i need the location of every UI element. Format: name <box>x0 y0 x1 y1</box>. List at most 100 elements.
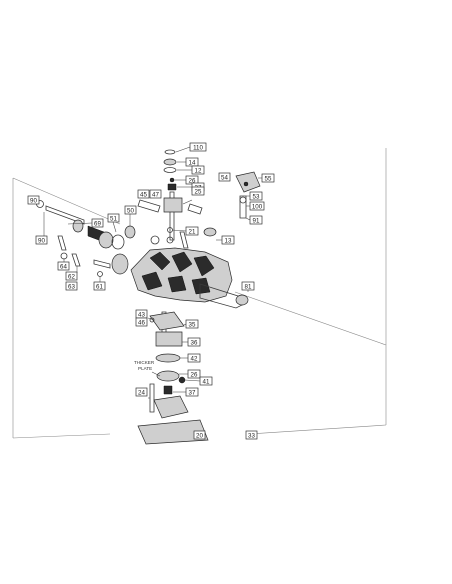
gear-hub <box>98 231 114 249</box>
callout-69: 69 <box>91 218 104 228</box>
annotation-line-2: PLATE <box>138 366 152 371</box>
callout-24: 24 <box>135 387 148 397</box>
callout-label: 110 <box>193 145 203 152</box>
item-26-ball <box>169 177 175 183</box>
callout-label: 61 <box>96 284 103 291</box>
callout-45: 45 <box>137 189 150 199</box>
item-42-plate <box>155 353 181 363</box>
ring-center <box>166 236 174 244</box>
callout-47: 47 <box>149 189 162 199</box>
callout-label: 54 <box>221 175 228 182</box>
collar <box>72 219 84 233</box>
callouts: 110 14 12 26 27 25 45 47 54 55 53 100 91… <box>27 142 275 440</box>
callout-label: 26 <box>191 372 198 379</box>
callout-label: 42 <box>191 356 198 363</box>
leader-41 <box>184 379 201 382</box>
leader-21 <box>171 229 187 232</box>
leader-51 <box>112 221 117 233</box>
callout-50: 50 <box>124 205 137 215</box>
frame-bottom-right <box>249 424 387 435</box>
pin-61 <box>93 259 111 269</box>
item-33-base <box>137 419 209 445</box>
callout-61: 61 <box>93 281 106 291</box>
callout-label: 47 <box>152 192 159 199</box>
item-25-body <box>163 197 183 213</box>
item-37-spring <box>163 385 173 395</box>
item-35-plate <box>149 311 185 331</box>
arm-47 <box>187 203 203 215</box>
bolt-62 <box>71 253 81 267</box>
callout-label: 35 <box>189 322 196 329</box>
callout-label: 26 <box>189 178 196 185</box>
arm-bolt <box>243 181 249 187</box>
valve-rod <box>169 191 175 241</box>
callout-label: 41 <box>203 379 210 386</box>
callout-37: 37 <box>185 387 199 397</box>
item-55-arm <box>235 171 261 193</box>
callout-label: 90 <box>38 238 45 245</box>
housing-fin-2 <box>171 251 193 273</box>
callout-91: 91 <box>249 215 263 225</box>
axle-stub <box>199 283 245 309</box>
housing-fin-4 <box>141 271 163 291</box>
seal-ring <box>124 225 136 239</box>
item-13-cap <box>203 227 217 237</box>
callout-46: 46 <box>135 317 148 327</box>
frame-bottom-left <box>12 433 111 439</box>
callout-55-right: 55 <box>261 173 275 183</box>
item-81-bearing <box>235 294 249 306</box>
item-41-ball <box>178 376 186 384</box>
item-27-spring <box>167 183 177 191</box>
callout-81: 81 <box>241 281 255 291</box>
callout-14: 14 <box>185 157 199 167</box>
callout-90: 90 <box>35 235 48 245</box>
callout-110: 110 <box>189 142 207 152</box>
pin-center <box>179 231 189 249</box>
callout-33: 33 <box>245 430 258 440</box>
callout-label: 100 <box>252 204 263 211</box>
callout-53: 53 <box>249 191 263 201</box>
callout-13: 13 <box>221 235 235 245</box>
frame-diagonal-top <box>12 177 121 225</box>
callout-label: 33 <box>248 433 255 440</box>
callout-12: 12 <box>191 165 205 175</box>
callout-21: 21 <box>185 226 199 236</box>
callout-label: 51 <box>110 216 117 223</box>
callout-36: 36 <box>187 337 201 347</box>
item-110-ring <box>164 149 176 155</box>
callout-label: 24 <box>138 390 145 397</box>
leader-110 <box>175 146 191 153</box>
item-100-pin <box>239 195 247 219</box>
callout-label: 50 <box>127 208 134 215</box>
callout-label: 14 <box>189 160 196 167</box>
callout-label: 45 <box>140 192 147 199</box>
callout-label: 69 <box>94 221 101 228</box>
callout-35: 35 <box>185 319 199 329</box>
callout-62: 62 <box>65 271 78 281</box>
housing-left-seal <box>111 253 129 275</box>
leader-25 <box>182 199 193 205</box>
callout-label: 53 <box>253 194 260 201</box>
housing-fin-3 <box>193 255 215 277</box>
item-14-washer <box>163 158 177 166</box>
callout-label: 55 <box>265 176 272 183</box>
callout-43: 43 <box>135 309 148 319</box>
sheet-frame <box>12 148 387 439</box>
annotation-line-1: THICKER <box>134 360 155 365</box>
frame-diagonal-right <box>234 291 387 346</box>
leader-91 <box>245 217 251 221</box>
item-53-nut <box>239 196 247 204</box>
shaft <box>45 205 85 225</box>
callout-label: 46 <box>138 320 145 327</box>
housing-fin-5 <box>167 275 187 293</box>
item-24-rod <box>149 383 155 413</box>
callout-label: 21 <box>189 229 196 236</box>
callout-label: 63 <box>68 284 75 291</box>
leader-lines <box>43 146 262 399</box>
thicker-plate-annotation: THICKER PLATE <box>134 360 161 377</box>
housing-fin-6 <box>191 277 211 295</box>
callout-label: 37 <box>189 390 196 397</box>
callout-51: 51 <box>107 213 120 223</box>
